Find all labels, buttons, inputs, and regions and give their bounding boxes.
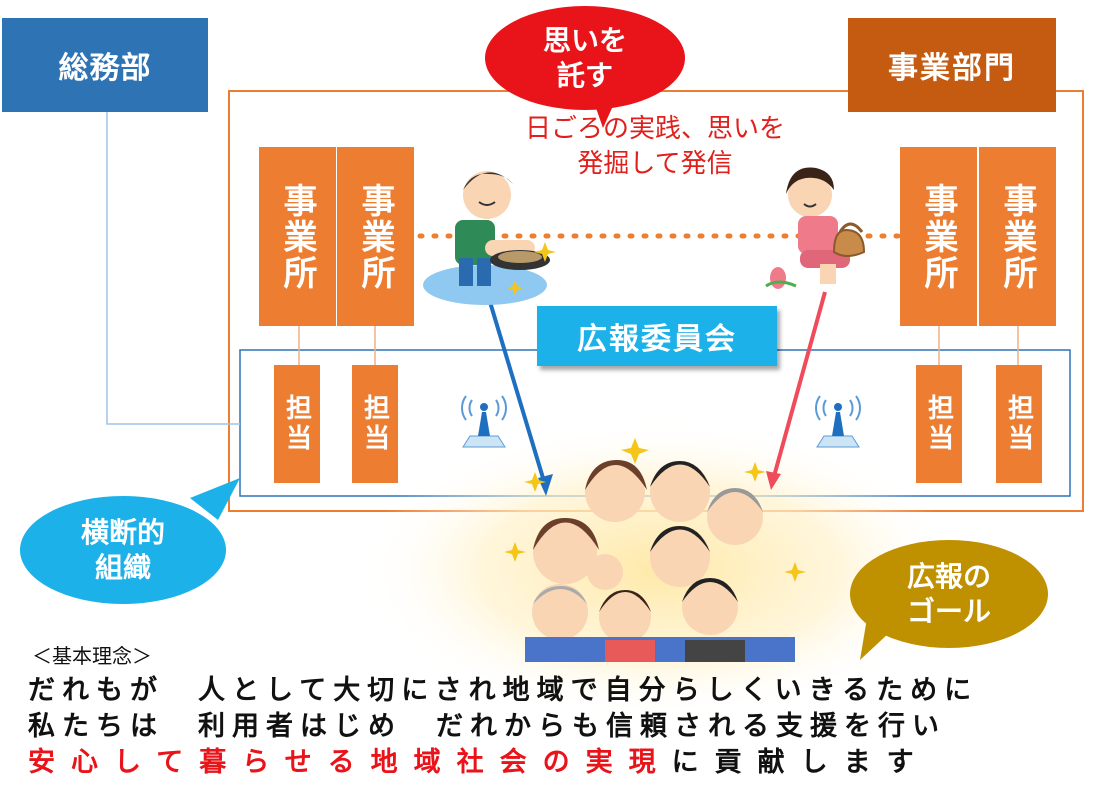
blue-arrow	[485, 291, 548, 489]
pr-committee-box: 広報委員会	[537, 306, 777, 366]
staff-box-1: 担当	[274, 365, 320, 483]
philosophy-line-3: 安心して暮らせる地域社会の実現に貢献します	[28, 740, 930, 779]
antenna-icon-right	[815, 395, 861, 448]
bubble-cross-org: 横断的 組織	[20, 496, 226, 604]
staff-box-4: 担当	[996, 365, 1042, 483]
discover-text-line2: 発掘して発信	[577, 149, 733, 180]
philosophy-line-1: だれもが 人として大切にされ地域で自分らしくいきるために	[28, 675, 979, 706]
bubble-entrust: 思いを 託す	[485, 6, 685, 110]
philosophy-line-3-red: 安心して暮らせる地域社会の実現	[28, 747, 672, 778]
red-arrow	[771, 291, 827, 481]
discover-text-line1: 日ごろの実践、思いを	[524, 114, 785, 144]
office-box-3: 事業所	[900, 147, 977, 326]
office-box-2: 事業所	[337, 147, 414, 326]
bubble-entrust-line1: 思いを	[542, 24, 627, 57]
bubble-cross-org-line2: 組織	[94, 551, 151, 584]
girl-egg-hunt-illustration	[765, 167, 866, 289]
philosophy-title: ＜基本理念＞	[32, 644, 152, 668]
bubble-entrust-line2: 託す	[556, 59, 613, 92]
office-box-4: 事業所	[979, 147, 1056, 326]
discover-text: 日ごろの実践、思いを 発掘して発信	[470, 112, 840, 182]
boy-digging-illustration	[423, 171, 555, 305]
bubble-goal: 広報の ゴール	[850, 540, 1048, 648]
bubble-goal-line1: 広報の	[906, 560, 991, 593]
general-affairs-line	[106, 112, 240, 425]
bubble-cross-org-line1: 横断的	[80, 516, 165, 549]
crowd-illustration	[505, 438, 806, 662]
bubble-cross-tail	[190, 478, 240, 520]
philosophy-line-2: 私たちは 利用者はじめ だれからも信頼される支援を行い	[28, 711, 946, 742]
office-box-1: 事業所	[259, 147, 336, 326]
staff-box-2: 担当	[352, 365, 398, 483]
antenna-icon-left	[461, 395, 507, 448]
philosophy-line-3-rest: に貢献します	[671, 747, 930, 778]
general-affairs-box: 総務部	[2, 18, 208, 112]
staff-box-3: 担当	[916, 365, 962, 483]
bubble-goal-line2: ゴール	[906, 595, 991, 628]
business-division-box: 事業部門	[848, 18, 1056, 112]
bubble-top-tail	[596, 108, 612, 128]
